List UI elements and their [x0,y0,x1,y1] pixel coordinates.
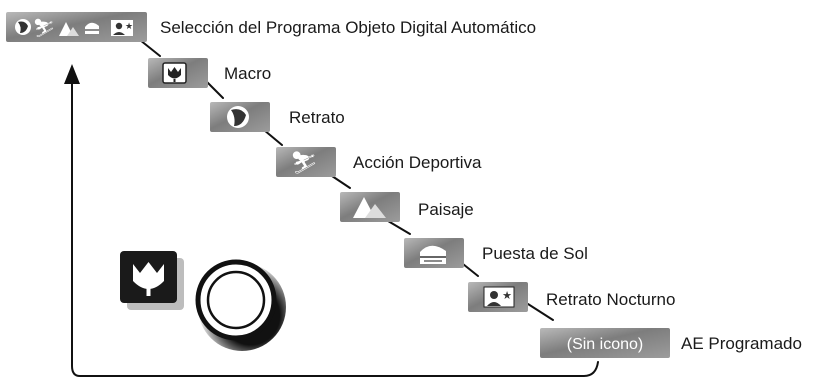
step-label-paisaje: Paisaje [418,200,474,219]
step-label-ae-programado: AE Programado [681,334,802,353]
step-macro [148,58,208,88]
large-macro-icon [120,251,184,310]
return-arrow-head [64,64,80,84]
mode-dial-icon [195,259,286,351]
macro-icon [162,62,187,84]
svg-text:⛷: ⛷ [33,18,56,38]
step-accion-deportiva: ⛷ [276,147,336,177]
return-loop-line [71,81,599,377]
portrait-icon [227,106,249,128]
step-label-retrato: Retrato [289,108,345,127]
sports-action-icon: ⛷ [290,150,318,175]
svg-text:⛷: ⛷ [290,150,318,175]
sports-action-icon: ⛷ [33,18,56,38]
sunset-icon [420,245,446,264]
svg-text:★: ★ [502,290,512,302]
step-label-accion-deportiva: Acción Deportiva [353,153,482,172]
staircase-connector [139,39,554,321]
step-retrato [210,102,270,132]
night-portrait-icon: ★ [483,286,515,308]
step-retrato-nocturno: ★ [468,282,528,312]
step-label-macro: Macro [224,64,271,83]
step-label-retrato-nocturno: Retrato Nocturno [546,290,675,309]
no-icon-text: (Sin icono) [567,336,643,353]
step-label-puesta-de-sol: Puesta de Sol [482,244,588,263]
portrait-icon [15,19,31,35]
sunset-icon [85,22,99,34]
diagram-title: Selección del Programa Objeto Digital Au… [160,18,536,37]
landscape-icon [353,197,386,218]
mode-icons-strip: ⛷ ★ [6,12,147,42]
step-ae-programado: (Sin icono) [540,328,670,358]
step-paisaje [340,192,400,222]
svg-text:★: ★ [125,21,133,31]
landscape-icon [59,22,79,36]
night-portrait-icon: ★ [111,20,133,36]
step-puesta-de-sol [404,238,464,268]
